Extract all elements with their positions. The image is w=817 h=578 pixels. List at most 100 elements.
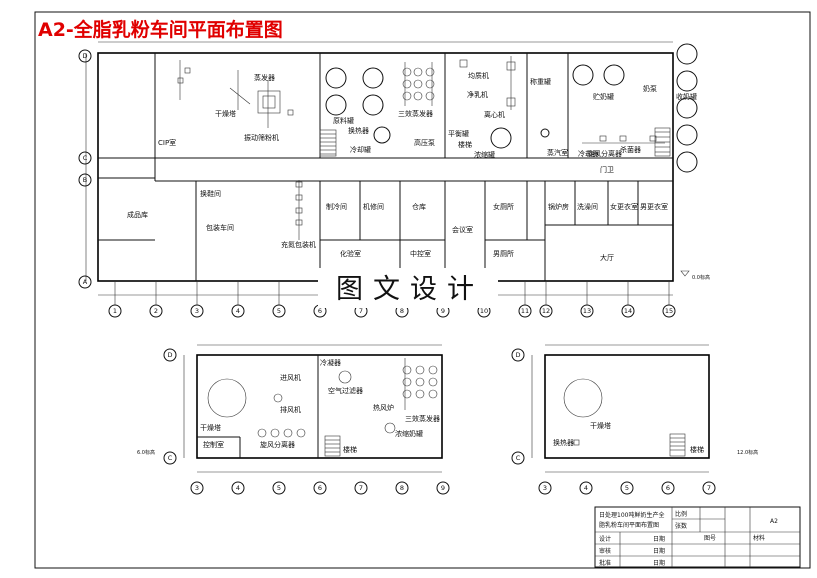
axis-bubble: D <box>511 348 525 362</box>
level-mark: 12.0标高 <box>737 449 758 456</box>
room-label: 成品库 <box>127 210 148 219</box>
upper-col-axes: 3 4 5 6 7 8 9 <box>190 481 450 495</box>
axis-bubble: 6 <box>661 481 675 495</box>
axis-bubble: D <box>163 348 177 362</box>
svg-text:12: 12 <box>542 307 550 315</box>
equip-label: 称重罐 <box>530 77 551 86</box>
axis-bubble: C <box>511 451 525 465</box>
date-label: 日期 <box>653 559 665 567</box>
equip-label: 排风机 <box>280 405 301 414</box>
sheet-no-label: 图号 <box>704 535 716 542</box>
svg-text:B: B <box>83 176 87 184</box>
equip-label: 平衡罐 <box>448 129 469 138</box>
axis-bubble: 4 <box>231 304 245 318</box>
equip-label: 奶泵 <box>643 84 657 93</box>
svg-text:D: D <box>167 351 172 359</box>
svg-text:8: 8 <box>400 484 404 492</box>
svg-text:9: 9 <box>441 484 445 492</box>
equip-label: 浓缩罐 <box>474 150 495 159</box>
svg-text:5: 5 <box>625 484 629 492</box>
equip-label: 热风炉 <box>373 403 394 412</box>
svg-text:C: C <box>83 154 88 162</box>
equip-label: 蒸发器 <box>254 73 275 82</box>
equip-label: 干燥塔 <box>590 421 611 430</box>
equip-label: 充氮包装机 <box>281 240 316 249</box>
svg-text:3: 3 <box>543 484 547 492</box>
axis-bubble: 12 <box>539 304 553 318</box>
equip-label: 楼梯 <box>690 445 704 454</box>
axis-bubble: 9 <box>436 481 450 495</box>
equip-label: 旋风分离器 <box>587 149 622 158</box>
equip-label: 空气过滤器 <box>328 386 363 395</box>
interior-walls <box>98 53 673 281</box>
svg-text:C: C <box>516 454 521 462</box>
svg-text:7: 7 <box>359 307 363 315</box>
room-label: 包装车间 <box>206 223 234 232</box>
material-label: 材料 <box>753 534 765 542</box>
date-label: 日期 <box>653 535 665 543</box>
axis-bubble: 5 <box>272 304 286 318</box>
approve-label: 批准 <box>599 559 611 567</box>
svg-text:4: 4 <box>236 307 240 315</box>
axis-bubble: 5 <box>620 481 634 495</box>
equip-label: 贮奶罐 <box>593 92 614 101</box>
equip-label: 三效蒸发器 <box>398 109 433 118</box>
axis-bubble: B <box>78 173 92 187</box>
svg-text:2: 2 <box>154 307 158 315</box>
equip-label: 杀菌器 <box>620 145 641 154</box>
axis-bubble: C <box>78 151 92 165</box>
svg-text:6: 6 <box>318 484 322 492</box>
room-label: 制冷间 <box>326 202 347 211</box>
svg-text:D: D <box>82 52 87 60</box>
svg-text:A: A <box>83 278 88 286</box>
room-label: 化验室 <box>340 249 361 258</box>
equip-label: 旋风分离器 <box>260 440 295 449</box>
sheet-label: 张数 <box>675 522 687 530</box>
axis-bubble: 3 <box>190 481 204 495</box>
svg-text:3: 3 <box>195 307 199 315</box>
equip-label: 浓缩奶罐 <box>395 429 423 438</box>
check-label: 审核 <box>599 547 611 555</box>
project-name: 日处理100吨鲜奶生产全 <box>599 511 664 519</box>
equip-label: 振动筛粉机 <box>244 133 279 142</box>
equip-label: 蒸汽室 <box>547 148 568 157</box>
svg-text:4: 4 <box>584 484 588 492</box>
svg-text:15: 15 <box>665 307 673 315</box>
axis-bubble: C <box>163 451 177 465</box>
svg-text:4: 4 <box>236 484 240 492</box>
room-label: 男更衣室 <box>640 202 668 211</box>
small-outer-wall <box>544 354 710 459</box>
room-label: 锅炉房 <box>548 202 569 211</box>
equip-label: 控制室 <box>203 440 224 449</box>
svg-text:D: D <box>515 351 520 359</box>
equip-label: 干燥塔 <box>200 423 221 432</box>
axis-bubble: 14 <box>621 304 635 318</box>
room-label: CIP室 <box>158 138 176 147</box>
level-mark: 0.0标高 <box>692 274 710 281</box>
axis-bubble: D <box>78 49 92 63</box>
small-row-axes: D C <box>511 348 525 465</box>
axis-bubble: 1 <box>108 304 122 318</box>
axis-bubble: 15 <box>662 304 676 318</box>
axis-bubble: 8 <box>395 481 409 495</box>
equip-label: 收奶罐 <box>676 92 697 101</box>
drawing-name: 脂乳粉车间平面布置图 <box>599 521 659 529</box>
design-label: 设计 <box>599 535 611 543</box>
top-dimension-line <box>85 41 673 296</box>
equip-label: 均质机 <box>468 71 489 80</box>
equip-label: 离心机 <box>484 110 505 119</box>
svg-text:14: 14 <box>624 307 632 315</box>
tanks <box>325 43 698 173</box>
axis-bubble: 4 <box>231 481 245 495</box>
room-label: 仓库 <box>412 202 426 211</box>
dryer-unit <box>177 60 294 128</box>
watermark-backdrop <box>318 268 498 308</box>
equip-label: 冷凝器 <box>320 358 341 367</box>
svg-text:9: 9 <box>441 307 445 315</box>
svg-text:7: 7 <box>707 484 711 492</box>
axis-bubble: 7 <box>354 481 368 495</box>
stairs <box>319 127 671 157</box>
equip-label: 净乳机 <box>467 90 488 99</box>
svg-text:6: 6 <box>666 484 670 492</box>
